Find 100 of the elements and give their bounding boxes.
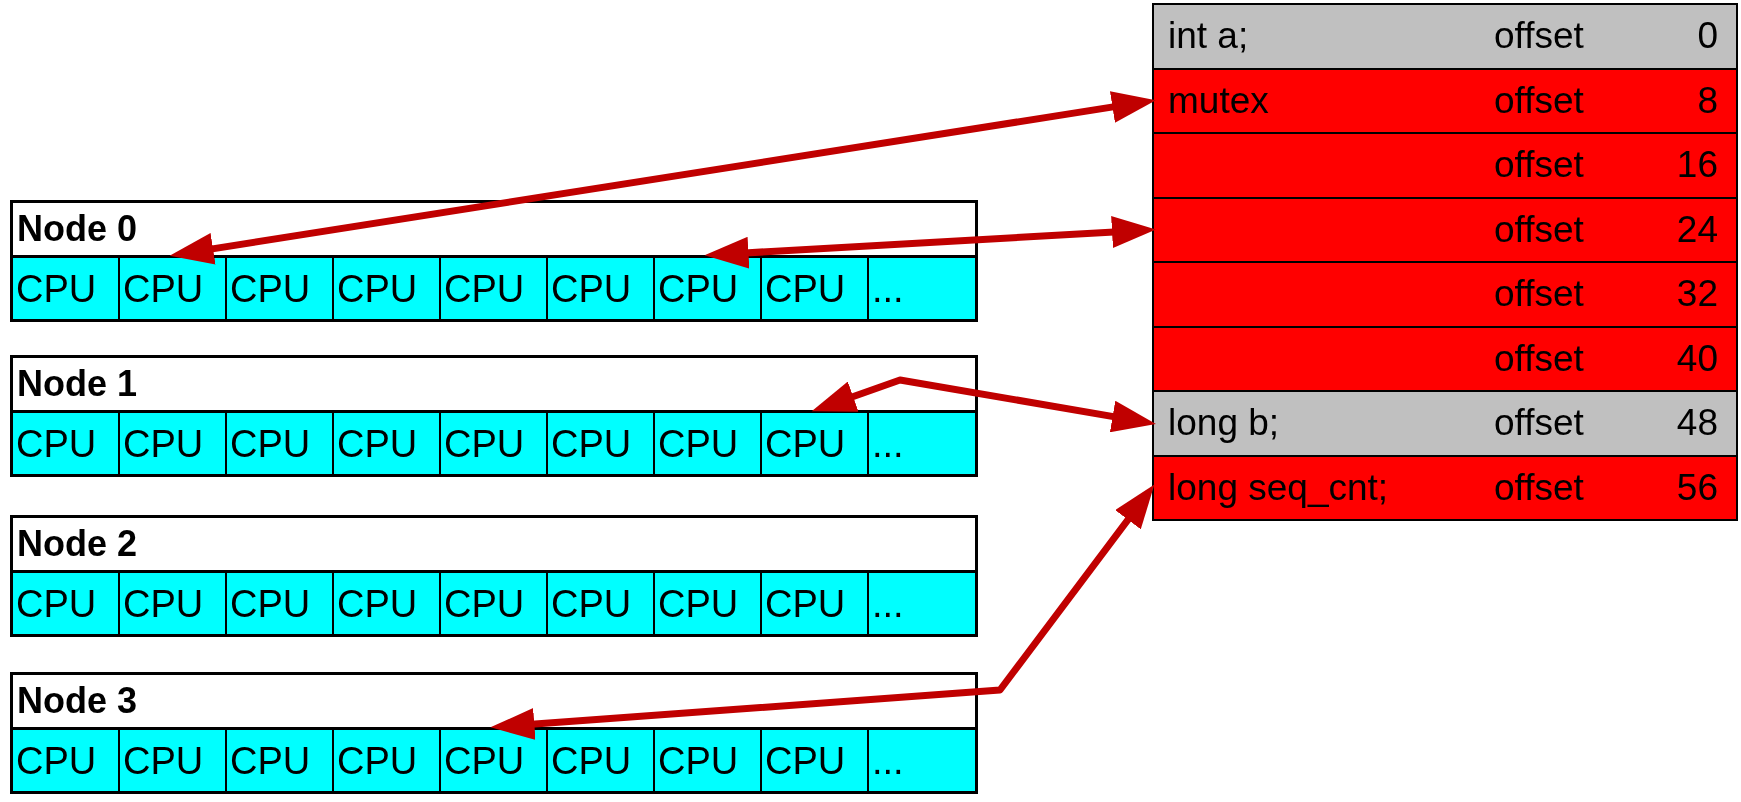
- cpu-cell: [655, 727, 762, 791]
- cpu-label: ...: [872, 422, 904, 466]
- double-arrow: [704, 216, 1156, 269]
- offset-label: offset: [1494, 78, 1584, 123]
- memory-row: [1152, 390, 1738, 457]
- cpu-label: ...: [872, 739, 904, 783]
- cpu-cell: [334, 410, 441, 474]
- cpu-cell: [120, 727, 227, 791]
- cpu-cell: [120, 255, 227, 319]
- cpu-cell: [227, 255, 334, 319]
- double-arrow: [490, 484, 1155, 740]
- field-name: long b;: [1168, 401, 1280, 445]
- cpu-cell: [441, 570, 548, 634]
- cpu-label: CPU: [765, 739, 846, 783]
- cpu-cell: [13, 570, 120, 634]
- cpu-cell: [13, 410, 120, 474]
- node-title: Node 2: [17, 522, 138, 566]
- cpu-label: CPU: [765, 267, 846, 311]
- cpu-cell: [227, 570, 334, 634]
- memory-row: [1152, 132, 1738, 199]
- memory-row: [1152, 3, 1738, 70]
- cpu-label: CPU: [123, 267, 204, 311]
- cpu-cell: [762, 410, 869, 474]
- offset-label: offset: [1494, 465, 1584, 510]
- cpu-cell: [548, 410, 655, 474]
- cpu-label: CPU: [16, 739, 97, 783]
- cpu-label: CPU: [444, 582, 525, 626]
- offset-value: 24: [1676, 207, 1718, 252]
- cpu-cell: [548, 727, 655, 791]
- cpu-cell: [120, 570, 227, 634]
- cpu-label: CPU: [337, 739, 418, 783]
- cpu-cell: [334, 570, 441, 634]
- cpu-label: CPU: [765, 422, 846, 466]
- cpu-label: ...: [872, 582, 904, 626]
- cpu-label: CPU: [551, 582, 632, 626]
- cpu-cell: [441, 410, 548, 474]
- node-box: [10, 515, 978, 637]
- double-arrow: [811, 376, 1156, 433]
- cpu-cell: [334, 727, 441, 791]
- cpu-cell: [227, 410, 334, 474]
- cpu-cell: [13, 255, 120, 319]
- cpu-label: CPU: [444, 422, 525, 466]
- cpu-label: CPU: [16, 422, 97, 466]
- cpu-label: CPU: [230, 739, 311, 783]
- cpu-cell: [334, 255, 441, 319]
- cpu-cell: [762, 570, 869, 634]
- cpu-label: CPU: [444, 267, 525, 311]
- memory-row: [1152, 261, 1738, 328]
- field-name: mutex: [1168, 78, 1269, 123]
- offset-value: 0: [1697, 14, 1718, 58]
- cpu-cell: [13, 727, 120, 791]
- cpu-cell: [869, 410, 975, 474]
- offset-label: offset: [1494, 272, 1584, 316]
- memory-row: [1152, 67, 1738, 134]
- node-box: [10, 672, 978, 794]
- cpu-cell: [655, 410, 762, 474]
- offset-label: offset: [1494, 336, 1584, 381]
- node-box: [10, 355, 978, 477]
- cpu-label: CPU: [337, 582, 418, 626]
- cpu-label: CPU: [337, 422, 418, 466]
- memory-row: [1152, 325, 1738, 392]
- cpu-label: CPU: [230, 267, 311, 311]
- cpu-cell: [869, 727, 975, 791]
- offset-label: offset: [1494, 207, 1584, 252]
- memory-row: [1152, 454, 1738, 521]
- offset-label: offset: [1494, 401, 1584, 445]
- offset-value: 32: [1676, 272, 1718, 316]
- cpu-label: CPU: [230, 582, 311, 626]
- cpu-label: CPU: [123, 422, 204, 466]
- cpu-label: CPU: [658, 267, 739, 311]
- cpu-label: CPU: [230, 422, 311, 466]
- cpu-cell: [869, 255, 975, 319]
- offset-value: 56: [1676, 465, 1718, 510]
- cpu-cell: [441, 255, 548, 319]
- offset-label: offset: [1494, 14, 1584, 58]
- cpu-label: CPU: [765, 582, 846, 626]
- cpu-cell: [762, 255, 869, 319]
- field-name: long seq_cnt;: [1168, 465, 1389, 510]
- cpu-label: CPU: [551, 739, 632, 783]
- cpu-cell: [441, 727, 548, 791]
- cpu-label: ...: [872, 267, 904, 311]
- cpu-label: CPU: [551, 267, 632, 311]
- offset-label: offset: [1494, 143, 1584, 187]
- offset-value: 48: [1676, 401, 1718, 445]
- memory-row: [1152, 196, 1738, 263]
- cpu-label: CPU: [337, 267, 418, 311]
- offset-value: 40: [1676, 336, 1718, 381]
- cpu-label: CPU: [123, 582, 204, 626]
- node-title: Node 1: [17, 362, 138, 406]
- cpu-label: CPU: [444, 739, 525, 783]
- cpu-label: CPU: [551, 422, 632, 466]
- cpu-label: CPU: [123, 739, 204, 783]
- cpu-cell: [548, 255, 655, 319]
- cpu-cell: [762, 727, 869, 791]
- node-title: Node 3: [17, 679, 138, 723]
- cpu-cell: [548, 570, 655, 634]
- node-box: [10, 200, 978, 322]
- cpu-cell: [869, 570, 975, 634]
- field-name: int a;: [1168, 14, 1249, 58]
- cpu-cell: [227, 727, 334, 791]
